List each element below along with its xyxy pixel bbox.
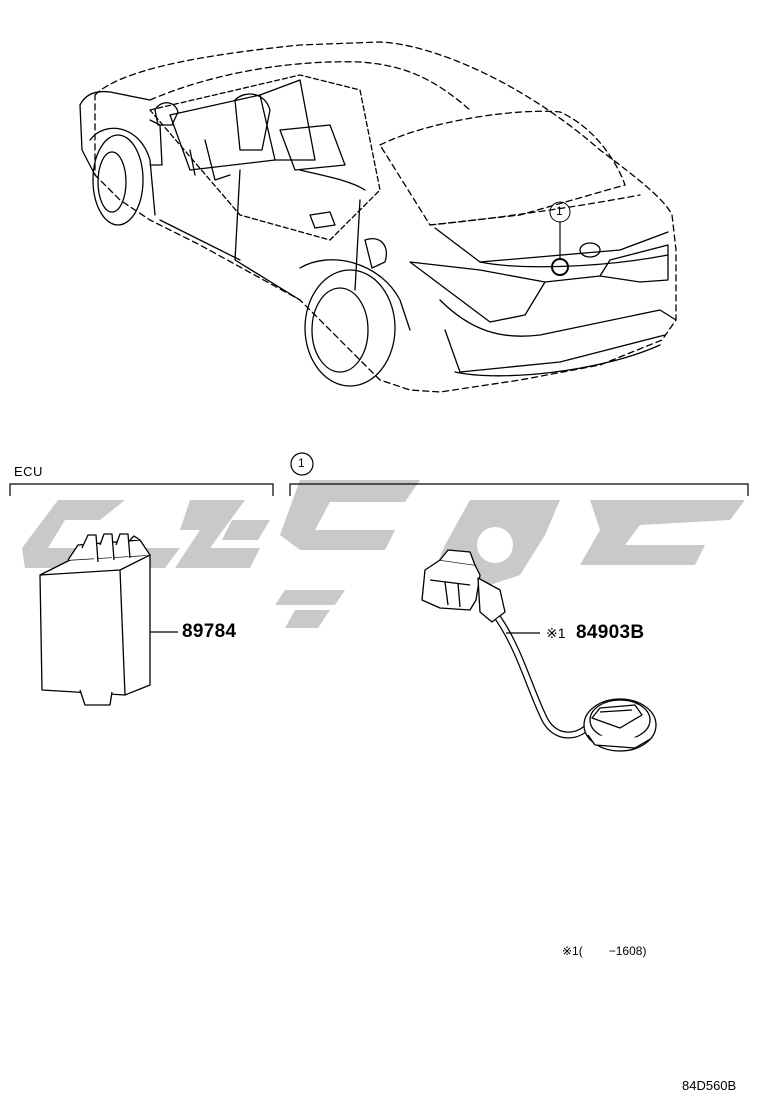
footnote-marker: ※1 [562,944,579,958]
footnote-open-paren: ( [578,944,583,958]
group-callout-number: 1 [298,456,306,470]
ecu-module-drawing [39,533,178,706]
sensor-part-number: 84903B [575,622,645,643]
group-brackets [9,452,749,496]
ecu-part-number[interactable]: 89784 [182,621,237,642]
footnote-range: −1608) [608,944,647,958]
sensor-part-label[interactable]: ※1 84903B [546,622,644,644]
note-marker: ※1 [546,625,566,641]
ecu-group-label: ECU [14,464,43,479]
footnote: ※1( −1608) [562,944,646,958]
car-callout-number: 1 [556,204,564,218]
sensor-harness-drawing [421,549,657,752]
diagram-code: 84D560B [682,1078,737,1093]
car-illustration [79,41,677,393]
